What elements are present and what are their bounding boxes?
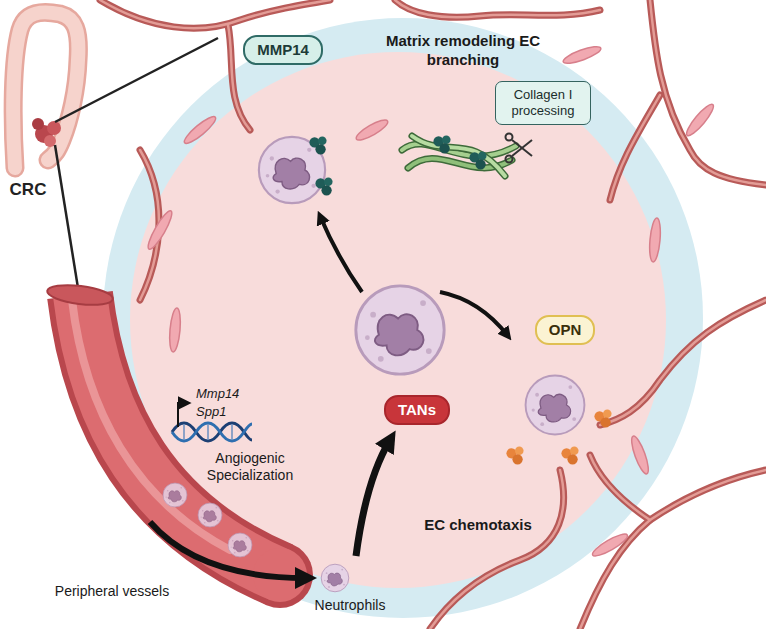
tan-cell	[356, 286, 444, 374]
tans-pill: TANs	[384, 395, 450, 425]
opn-tan-cell	[526, 376, 585, 435]
recruitment-arrow	[356, 440, 390, 556]
gene-label: Spp1	[196, 404, 226, 420]
colon-organ	[13, 12, 78, 168]
collagen-fibers	[402, 136, 516, 176]
opn-protein	[561, 446, 578, 464]
mmp14-pill: MMP14	[243, 35, 323, 65]
zoom-line	[55, 145, 78, 288]
mmp14-protein	[469, 151, 486, 169]
peripheral-vessel	[46, 282, 313, 608]
cell-label: Neutrophils	[315, 597, 386, 615]
collagen-box: Collagen I processing	[495, 81, 591, 124]
process-label: Matrix remodeling EC branching	[385, 32, 541, 70]
vessel-label: Peripheral vessels	[55, 583, 169, 601]
dna-helix	[172, 403, 252, 441]
scissors-icon	[506, 134, 533, 163]
process-label: EC chemotaxis	[424, 516, 532, 535]
opn-protein	[506, 446, 523, 464]
node-text: OPN	[549, 321, 582, 339]
node-text: TANs	[398, 401, 436, 419]
differentiation-arrow	[440, 292, 508, 336]
tumor-region-inner	[130, 52, 666, 588]
opn-pill: OPN	[535, 315, 596, 345]
organ-label: CRC	[10, 179, 47, 200]
migration-arrow	[150, 522, 306, 578]
gene-label: Mmp14	[196, 386, 239, 402]
process-label: Angiogenic Specialization	[195, 450, 305, 485]
mmp14-protein	[433, 135, 450, 153]
mmp14-protein	[315, 177, 332, 195]
node-text: MMP14	[257, 41, 309, 59]
node-text: Collagen I processing	[502, 87, 584, 118]
neutrophil-cell	[321, 564, 349, 592]
mmp14-protein	[309, 136, 326, 154]
endothelial-cells	[145, 43, 717, 559]
opn-protein	[594, 409, 611, 427]
differentiation-arrow	[320, 216, 362, 292]
